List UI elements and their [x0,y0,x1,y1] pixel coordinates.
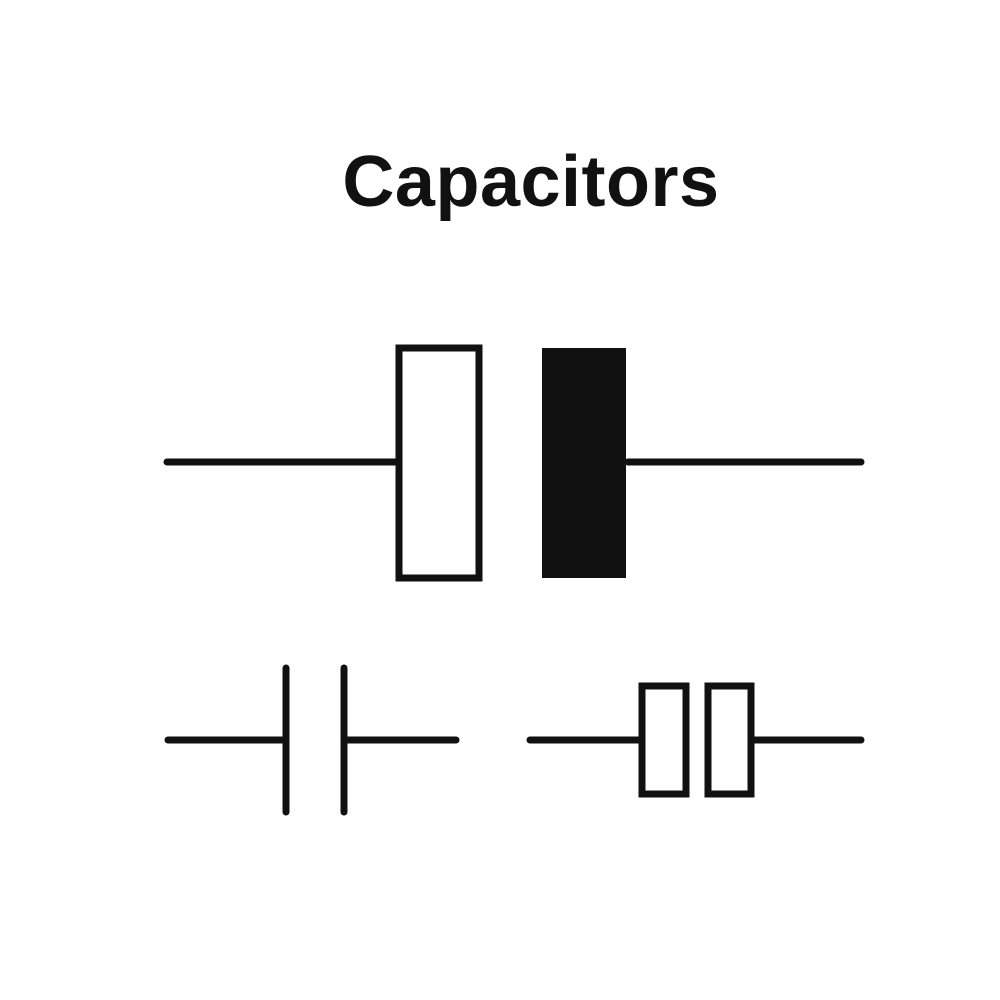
filled-plate-rect [542,348,626,578]
page-title: Capacitors [342,142,720,222]
left-plate-rect [638,682,690,798]
box-plate-capacitor-icon [526,682,865,798]
line-plate-capacitor-icon [164,664,460,816]
right-plate-rect [704,682,755,798]
outlined-plate-rect [395,344,483,582]
polarized-capacitor-icon [163,344,865,582]
